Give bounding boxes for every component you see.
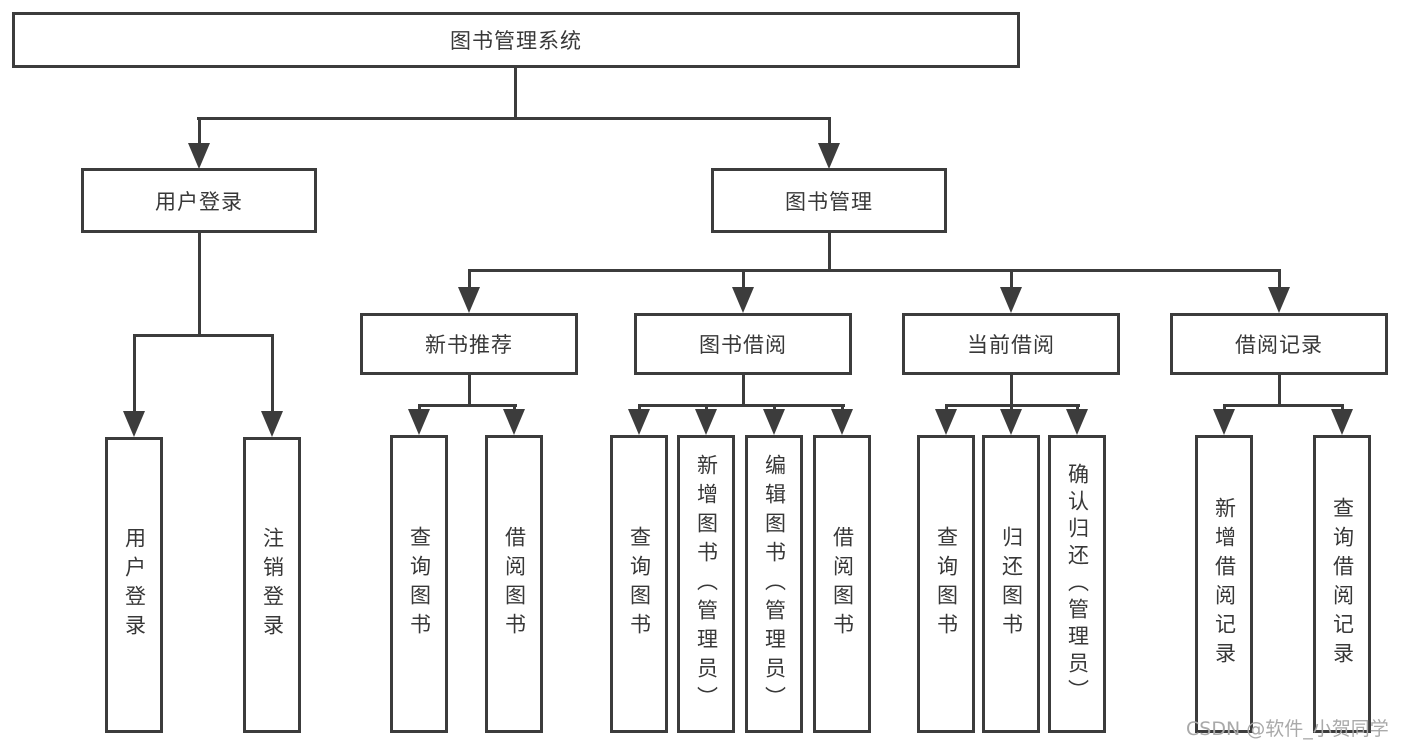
connector-line (841, 404, 844, 413)
node-current-borrow: 当前借阅 (902, 313, 1120, 375)
leaf-label: 归还图书 (999, 526, 1024, 642)
connector-line (638, 404, 641, 413)
arrow-down-icon (695, 409, 717, 435)
leaf-label: 用户登录 (122, 527, 147, 643)
arrow-down-icon (503, 409, 525, 435)
arrow-down-icon (1000, 409, 1022, 435)
connector-line (1010, 269, 1013, 289)
node-user-login: 用户登录 (81, 168, 317, 233)
arrow-down-icon (1331, 409, 1353, 435)
connector-line (133, 334, 136, 414)
leaf-label: 查询借阅记录 (1330, 497, 1355, 671)
node-leaf-logout: 注销登录 (243, 437, 301, 733)
node-leaf-borrow-book-1: 借阅图书 (485, 435, 543, 733)
connector-line (418, 404, 421, 413)
node-new-book-recommend: 新书推荐 (360, 313, 578, 375)
leaf-label: 新增借阅记录 (1212, 497, 1237, 671)
arrow-down-icon (458, 287, 480, 313)
node-leaf-return-book: 归还图书 (982, 435, 1040, 733)
node-leaf-query-book-3: 查询图书 (917, 435, 975, 733)
leaf-label: 借阅图书 (502, 526, 527, 642)
connector-line (1010, 404, 1013, 413)
connector-line (1076, 404, 1079, 413)
connector-line (1223, 404, 1226, 413)
connector-line (1278, 375, 1281, 406)
node-leaf-query-book-1: 查询图书 (390, 435, 448, 733)
node-borrow-record: 借阅记录 (1170, 313, 1388, 375)
connector-line (1278, 269, 1281, 289)
connector-line (198, 233, 201, 336)
leaf-label: 编辑图书（管理员） (762, 453, 787, 715)
connector-line (742, 269, 745, 289)
leaf-label: 查询图书 (407, 526, 432, 642)
connector-line (468, 269, 471, 289)
arrow-down-icon (628, 409, 650, 435)
connector-line (133, 334, 274, 337)
connector-line (638, 404, 845, 407)
node-leaf-add-book-admin: 新增图书（管理员） (677, 435, 735, 733)
connector-line (271, 334, 274, 414)
leaf-label: 查询图书 (934, 526, 959, 642)
connector-line (513, 404, 516, 413)
leaf-label: 新增图书（管理员） (694, 453, 719, 715)
arrow-down-icon (763, 409, 785, 435)
arrow-down-icon (261, 411, 283, 437)
connector-line (1010, 375, 1013, 406)
arrow-down-icon (123, 411, 145, 437)
node-leaf-confirm-return-admin: 确认归还（管理员） (1048, 435, 1106, 733)
connector-line (468, 269, 1281, 272)
connector-line (828, 117, 831, 145)
arrow-down-icon (188, 143, 210, 169)
leaf-label: 确认归还（管理员） (1065, 462, 1090, 706)
arrow-down-icon (1066, 409, 1088, 435)
arrow-down-icon (408, 409, 430, 435)
connector-line (945, 404, 948, 413)
connector-line (773, 404, 776, 413)
node-leaf-borrow-book-2: 借阅图书 (813, 435, 871, 733)
node-leaf-add-borrow-record: 新增借阅记录 (1195, 435, 1253, 733)
leaf-label: 查询图书 (627, 526, 652, 642)
node-root: 图书管理系统 (12, 12, 1020, 68)
arrow-down-icon (732, 287, 754, 313)
arrow-down-icon (935, 409, 957, 435)
connector-line (705, 404, 708, 413)
arrow-down-icon (1268, 287, 1290, 313)
arrow-down-icon (1000, 287, 1022, 313)
connector-line (418, 404, 517, 407)
node-book-borrow: 图书借阅 (634, 313, 852, 375)
arrow-down-icon (1213, 409, 1235, 435)
watermark: CSDN @软件_小贺同学 (1186, 718, 1389, 740)
connector-line (514, 68, 517, 118)
connector-line (1341, 404, 1344, 413)
arrow-down-icon (831, 409, 853, 435)
arrow-down-icon (818, 143, 840, 169)
connector-line (828, 233, 831, 271)
connector-line (1223, 404, 1344, 407)
node-leaf-query-borrow-record: 查询借阅记录 (1313, 435, 1371, 733)
connector-line (198, 117, 201, 145)
node-book-management: 图书管理 (711, 168, 947, 233)
node-leaf-query-book-2: 查询图书 (610, 435, 668, 733)
node-leaf-edit-book-admin: 编辑图书（管理员） (745, 435, 803, 733)
connector-line (197, 117, 831, 120)
node-leaf-user-login: 用户登录 (105, 437, 163, 733)
connector-line (742, 375, 745, 406)
leaf-label: 注销登录 (260, 527, 285, 643)
leaf-label: 借阅图书 (830, 526, 855, 642)
connector-line (468, 375, 471, 406)
